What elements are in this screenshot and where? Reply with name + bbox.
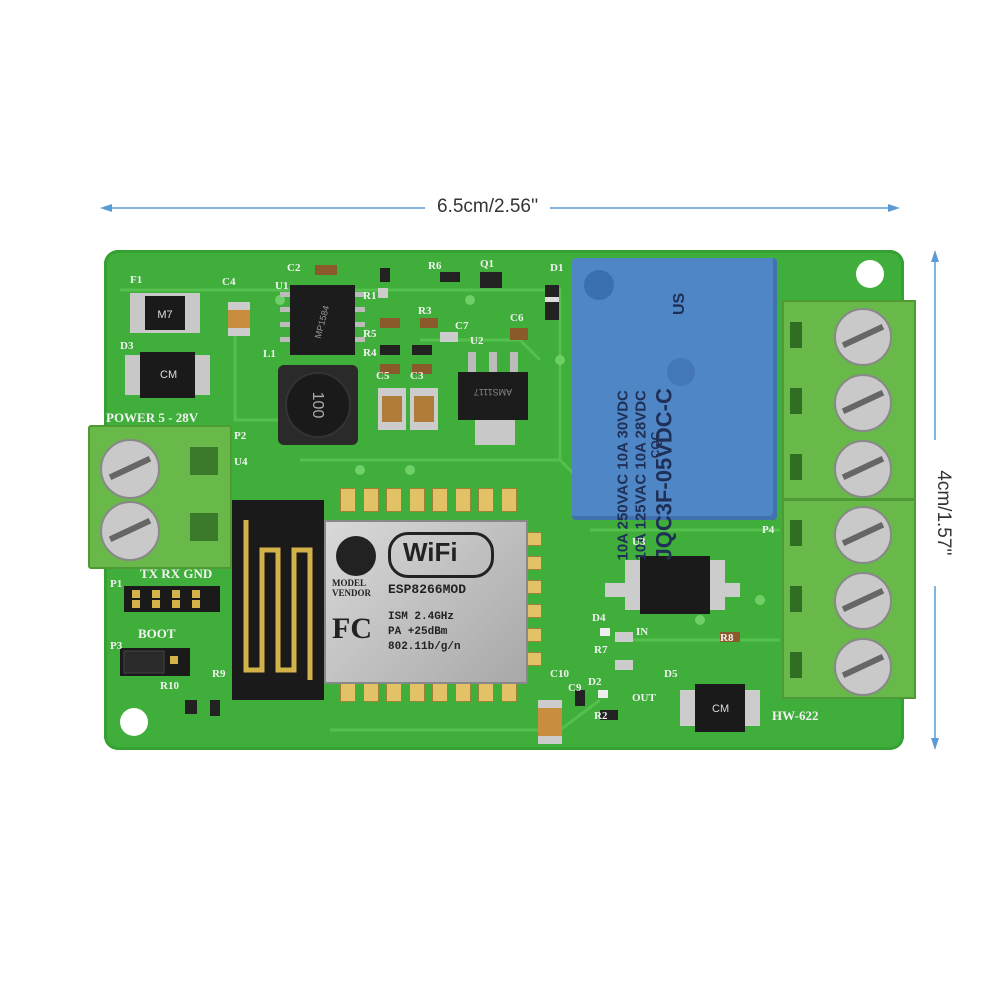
silk-r10: R10 [160, 680, 179, 692]
regulator-marking: AMS1117 [474, 387, 512, 397]
board-model: HW-622 [772, 708, 819, 723]
silk-r5: R5 [363, 328, 377, 340]
silk-in: IN [636, 626, 649, 638]
silk-c10: C10 [550, 668, 569, 680]
screw-icon[interactable] [834, 638, 892, 696]
ism-band: ISM 2.4GHz [388, 611, 455, 623]
relay-terminal-block[interactable] [782, 300, 916, 699]
silk-r1: R1 [363, 290, 377, 302]
capacitor-c10 [538, 700, 562, 744]
inductor-marking: 100 [309, 392, 326, 419]
diode-d5-marking: CM [712, 703, 729, 715]
relay-rating-2: 10A 125VAC 10A 28VDC [632, 390, 650, 561]
silk-d3: D3 [120, 340, 134, 352]
antenna-trace [243, 520, 313, 680]
silk-p1: P1 [110, 578, 123, 590]
silk-r7: R7 [594, 644, 608, 656]
silk-p3: P3 [110, 640, 123, 652]
ul-mark-icon: US [671, 292, 688, 315]
silk-d5: D5 [664, 668, 678, 680]
silk-q1: Q1 [480, 258, 495, 270]
silk-r4: R4 [363, 347, 377, 359]
relay-rating-1: 10A 250VAC 10A 30VDC [614, 390, 632, 561]
relay-model: JQC3F-05VDC-C [651, 388, 677, 561]
power-terminal-block[interactable] [88, 425, 232, 569]
diode-d3-marking: CM [160, 369, 177, 381]
silk-c6: C6 [510, 312, 524, 324]
relay: 10A 250VAC 10A 30VDC 10A 125VAC 10A 28VD… [572, 258, 777, 561]
silk-r8: R8 [720, 632, 734, 644]
width-dimension: 6.5cm/2.56'' [100, 196, 900, 220]
vendor-label: VENDOR [332, 588, 372, 598]
pa-power: PA +25dBm [388, 626, 448, 638]
capacitor-c4 [228, 302, 250, 336]
silk-d4: D4 [592, 612, 606, 624]
width-label: 6.5cm/2.56'' [425, 196, 551, 218]
smd-components [185, 265, 740, 720]
mount-hole-top-right [856, 260, 884, 288]
screw-icon[interactable] [100, 501, 160, 561]
silk-r3: R3 [418, 305, 432, 317]
mount-hole-bottom-left [120, 708, 148, 736]
silk-p4: P4 [762, 524, 775, 536]
screw-icon[interactable] [834, 308, 892, 366]
espressif-logo-icon [336, 536, 376, 576]
silk-u3: U3 [632, 536, 646, 548]
silk-p2: P2 [234, 430, 247, 442]
led-d4 [600, 628, 610, 636]
wifi-standard: 802.11b/g/n [388, 641, 461, 653]
ic-u1 [290, 285, 355, 355]
led-d2 [598, 690, 608, 698]
screw-icon[interactable] [834, 440, 892, 498]
module-name: ESP8266MOD [388, 582, 467, 597]
screw-icon[interactable] [834, 572, 892, 630]
silk-u2: U2 [470, 335, 484, 347]
screw-icon[interactable] [100, 439, 160, 499]
cqc-mark-icon: CQC [648, 431, 663, 459]
silk-tx-rx-gnd: TX RX GND [140, 566, 213, 581]
wifi-module: WiFi MODEL VENDOR ESP8266MOD FC ISM 2.4G… [232, 480, 542, 702]
silk-u4: U4 [234, 456, 248, 468]
silk-r9: R9 [212, 668, 226, 680]
fcc-logo: FC [332, 612, 372, 645]
silk-d1: D1 [550, 262, 564, 274]
silk-c4: C4 [222, 276, 236, 288]
screw-icon[interactable] [834, 506, 892, 564]
header-p1 [124, 586, 220, 612]
silk-d2: D2 [588, 676, 602, 688]
silk-out: OUT [632, 692, 656, 704]
silk-power: POWER 5 - 28V [106, 410, 199, 425]
silk-boot: BOOT [138, 626, 176, 641]
silk-u1: U1 [275, 280, 289, 292]
relay-text: 10A 250VAC 10A 30VDC 10A 125VAC 10A 28VD… [614, 296, 735, 561]
wifi-logo: WiFi [388, 532, 494, 578]
silk-r6: R6 [428, 260, 442, 272]
regulator-u2 [458, 372, 528, 420]
rf-shield: WiFi MODEL VENDOR ESP8266MOD FC ISM 2.4G… [324, 520, 528, 684]
silk-c9: C9 [568, 682, 582, 694]
silk-f1: F1 [130, 274, 143, 286]
silk-c7: C7 [455, 320, 469, 332]
silk-c3: C3 [410, 370, 424, 382]
screw-icon[interactable] [834, 374, 892, 432]
model-label: MODEL [332, 578, 367, 588]
silk-l1: L1 [263, 348, 276, 360]
fuse-marking: M7 [157, 309, 172, 321]
silk-c5: C5 [376, 370, 390, 382]
silk-r2: R2 [594, 710, 608, 722]
relay-indicator-icon [584, 270, 614, 300]
silk-c2: C2 [287, 262, 301, 274]
